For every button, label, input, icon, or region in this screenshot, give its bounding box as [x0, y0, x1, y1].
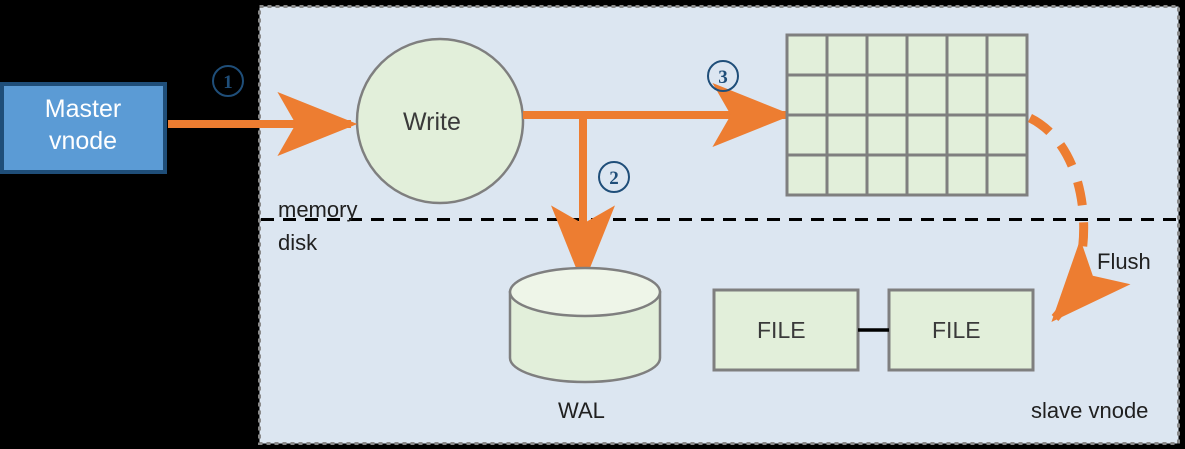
- step-marker-2: 2: [598, 161, 630, 193]
- master-vnode-box[interactable]: [0, 82, 167, 174]
- master-vnode-label-line2: vnode: [48, 127, 118, 155]
- file-box-1-label: FILE: [757, 317, 806, 343]
- disk-label: disk: [278, 230, 318, 255]
- flush-label: Flush: [1097, 249, 1151, 274]
- slave-vnode-label: slave vnode: [1031, 398, 1149, 423]
- wal-label: WAL: [558, 398, 605, 423]
- master-vnode-label: Master vnode: [0, 93, 166, 157]
- file-box-2-label: FILE: [932, 317, 981, 343]
- file-box-1[interactable]: [712, 288, 860, 372]
- step-marker-1: 1: [212, 65, 244, 97]
- memtable-grid: [785, 33, 1029, 197]
- memory-label: memory: [278, 197, 358, 222]
- write-node-label: Write: [403, 108, 461, 136]
- wal-cylinder[interactable]: [508, 266, 662, 384]
- file-box-2[interactable]: [887, 288, 1035, 372]
- step-marker-3: 3: [707, 60, 739, 92]
- master-vnode-label-line1: Master: [44, 95, 122, 123]
